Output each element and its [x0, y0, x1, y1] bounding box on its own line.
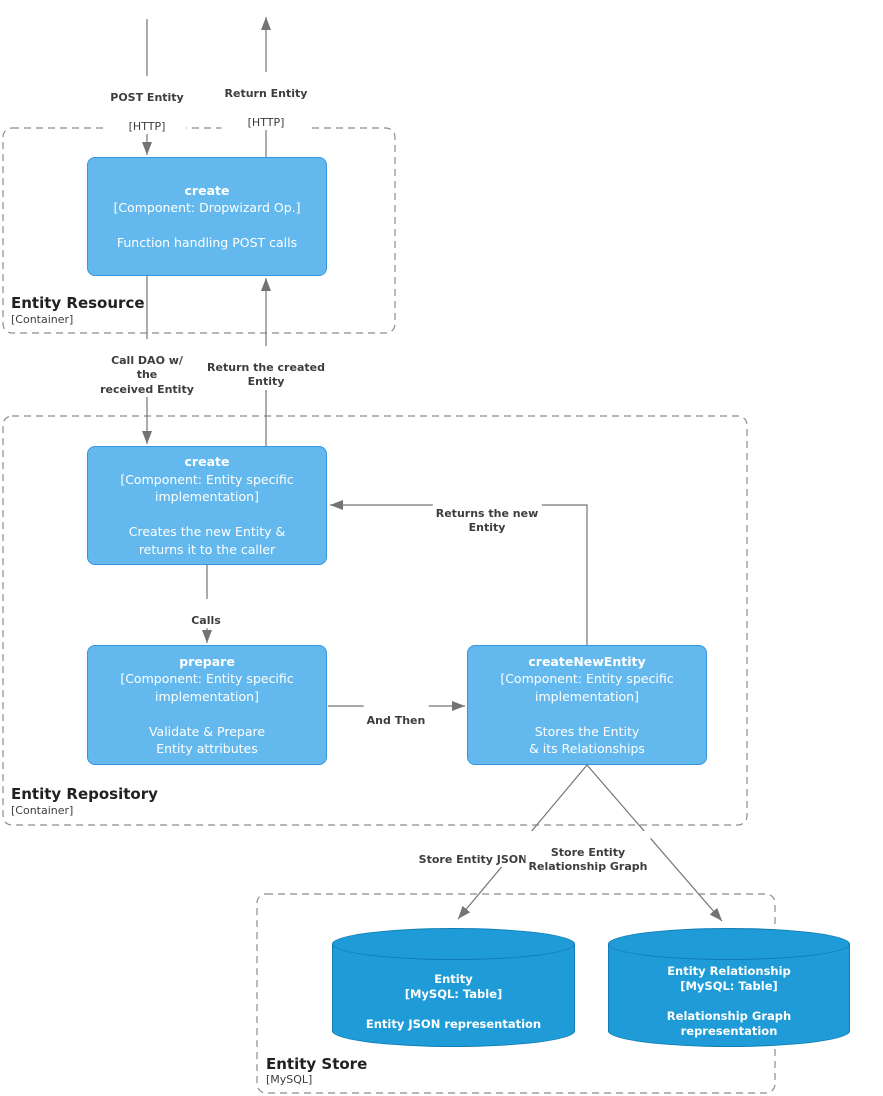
- component-description: Stores the Entity & its Relationships: [529, 723, 645, 757]
- edge-label-regular: [HTTP]: [128, 119, 166, 133]
- cylinder-top: [608, 928, 850, 960]
- edge-label-bold: Return the created Entity: [207, 360, 325, 389]
- component-meta: [Component: Entity specific implementati…: [120, 671, 294, 704]
- component-title: prepare: [179, 653, 235, 669]
- database-meta: [MySQL: Table]: [404, 986, 503, 1001]
- database-title: Entity Relationship: [667, 964, 791, 978]
- component-prepare: prepare [Component: Entity specific impl…: [87, 645, 327, 765]
- edge-label-store-json: Store Entity JSON: [415, 838, 531, 867]
- spacer: [88, 217, 326, 235]
- edge-label-bold: Store Entity JSON: [418, 852, 528, 866]
- entity-resource-subtitle: [Container]: [11, 313, 74, 326]
- edge-label-and-then: And Then: [363, 699, 429, 728]
- edge-label-bold: Return Entity: [224, 86, 308, 100]
- entity-resource-title: Entity Resource: [11, 294, 145, 312]
- spacer: [88, 705, 326, 723]
- cylinder-top: [332, 928, 575, 960]
- component-description: Creates the new Entity & returns it to t…: [128, 524, 286, 557]
- edge-label-calls: Calls: [188, 599, 224, 628]
- database-entity-relationship: Entity Relationship [MySQL: Table] Relat…: [608, 928, 850, 1047]
- entity-store-subtitle: [MySQL]: [266, 1073, 313, 1086]
- entity-repository-subtitle: [Container]: [11, 804, 74, 817]
- component-title: create: [184, 182, 230, 198]
- entity-repository-title: Entity Repository: [11, 785, 158, 803]
- edge-label-bold: POST Entity: [110, 90, 184, 104]
- component-meta: [Component: Dropwizard Op.]: [113, 200, 301, 215]
- edge-label-returns-new: Returns the new Entity: [432, 492, 542, 536]
- spacer: [468, 705, 706, 723]
- spacer: [336, 1002, 571, 1017]
- entity-store-title: Entity Store: [266, 1055, 368, 1073]
- database-meta: [MySQL: Table]: [680, 979, 778, 993]
- spacer: [88, 506, 326, 524]
- component-create-new-entity: createNewEntity [Component: Entity speci…: [467, 645, 707, 765]
- component-description: Function handling POST calls: [116, 235, 298, 250]
- spacer: [612, 994, 846, 1009]
- edge-label-bold: Call DAO w/ the received Entity: [100, 353, 194, 396]
- component-description: Validate & Prepare Entity attributes: [148, 723, 266, 757]
- edge-label-call-dao: Call DAO w/ the received Entity: [97, 339, 197, 397]
- edge-label-bold: Calls: [191, 613, 221, 627]
- component-meta: [Component: Entity specific implementati…: [120, 471, 294, 505]
- component-title: create: [184, 454, 230, 469]
- component-create-resource: create [Component: Dropwizard Op.] Funct…: [87, 157, 327, 276]
- database-description: Relationship Graph representation: [666, 1009, 792, 1038]
- edge-label-bold: And Then: [366, 713, 426, 727]
- edge-label-bold: Returns the new Entity: [435, 506, 539, 535]
- database-entity: Entity [MySQL: Table] Entity JSON repres…: [332, 928, 575, 1047]
- component-create-repository: create [Component: Entity specific imple…: [87, 446, 327, 565]
- component-meta: [Component: Entity specific implementati…: [500, 671, 674, 704]
- database-description: Entity JSON representation: [365, 1016, 542, 1031]
- edge-label-regular: [HTTP]: [247, 115, 285, 129]
- edge-label-bold: Store Entity Relationship Graph: [528, 845, 648, 874]
- edge-label-return-created: Return the created Entity: [204, 346, 328, 390]
- component-title: createNewEntity: [528, 653, 646, 669]
- edge-label-return-entity: Return Entity [HTTP]: [221, 72, 311, 130]
- edge-label-post-entity: POST Entity [HTTP]: [107, 76, 187, 134]
- database-title: Entity: [434, 971, 473, 986]
- edge-label-store-graph: Store Entity Relationship Graph: [525, 831, 651, 875]
